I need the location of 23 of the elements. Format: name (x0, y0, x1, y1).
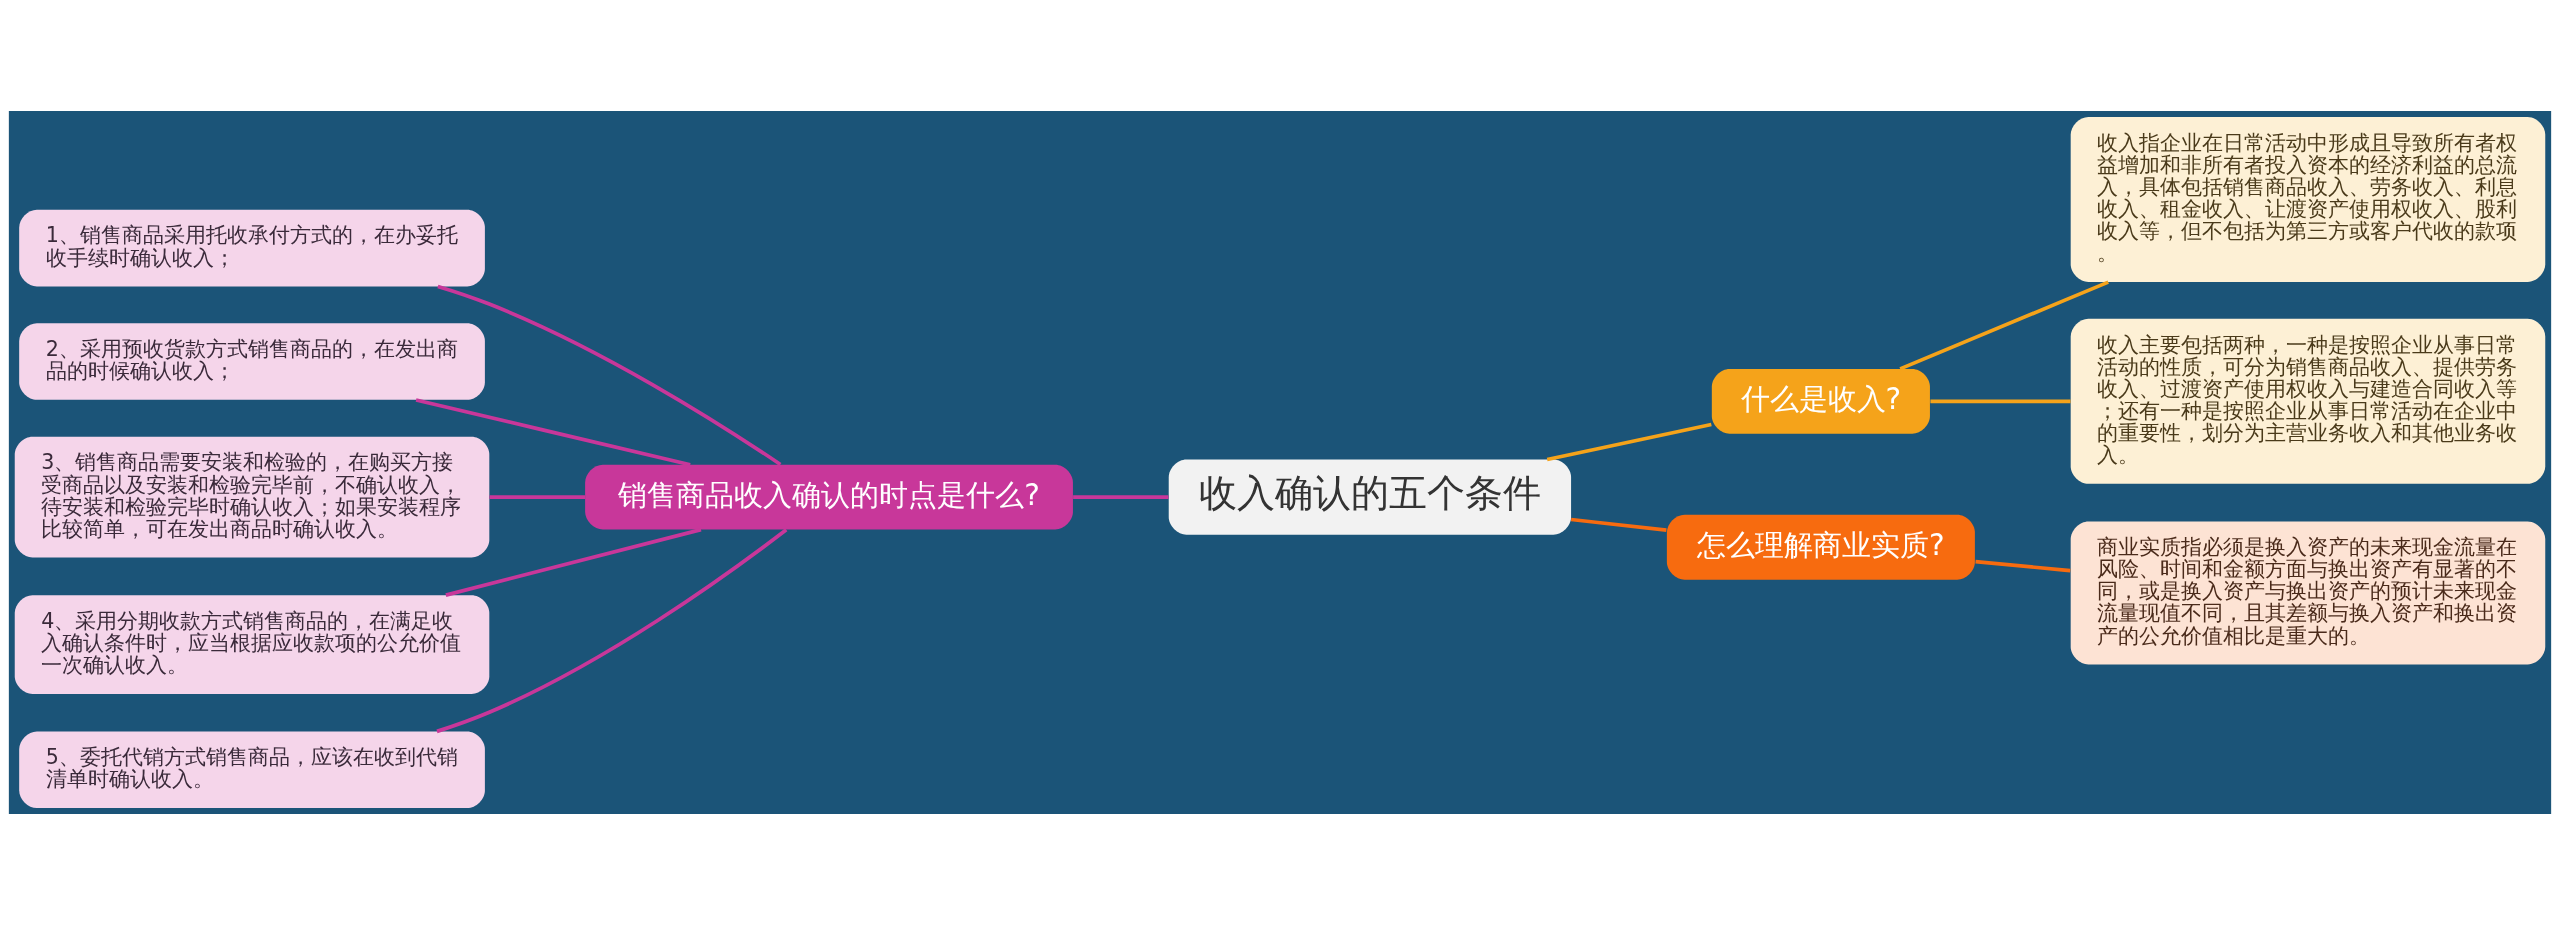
node-box: 怎么理解商业实质? (1666, 514, 1975, 580)
node-box: 收入主要包括两种，一种是按照企业从事日常活动的性质，可分为销售商品收入、提供劳务收入、过渡资产使用权收入与建造合同收入等；还有一种是按照企业从事日常活动在企业中的重要性，划分为主营业务收入和其他业务收入。 (2070, 318, 2546, 484)
node-box: 收入指企业在日常活动中形成且导致所有者权益增加和非所有者投入资本的经济利益的总流入，具体包括销售商品收入、劳务收入、利息收入、租金收入、让渡资产使用权收入、股利收入等，但不包括为第三方或客户代收的款项。 (2070, 116, 2546, 282)
connector (436, 528, 788, 734)
connector (1570, 517, 1667, 532)
connector (415, 398, 691, 467)
connector (1899, 280, 2109, 371)
connector (445, 527, 702, 597)
node-box: 5、委托代销方式销售商品，应该在收到代销清单时确认收入。 (19, 731, 485, 809)
connector (437, 284, 782, 466)
connector (1073, 495, 1169, 499)
connector (1975, 559, 2071, 573)
node-box: 2、采用预收货款方式销售商品的，在发出商品的时候确认收入； (19, 323, 485, 400)
node-box: 4、采用分期收款方式销售商品的，在满足收入确认条件时，应当根据应收款项的公允价值一次确认收入。 (14, 595, 490, 694)
node-box: 销售商品收入确认的时点是什么? (585, 464, 1073, 530)
connector (1546, 422, 1712, 462)
node-box: 什么是收入? (1711, 368, 1930, 434)
node-box: 商业实质指必须是换入资产的未来现金流量在风险、时间和金额方面与换出资产有显著的不同，或是换入资产与换出资产的预计未来现金流量现值不同，且其差额与换入资产和换出资产的公允价值相比是重大的。 (2070, 521, 2546, 665)
node-box: 收入确认的五个条件 (1168, 459, 1572, 535)
connector (489, 495, 586, 499)
connector (1930, 399, 2071, 404)
node-box: 1、销售商品采用托收承付方式的，在办妥托收手续时确认收入； (19, 209, 485, 287)
node-box: 3、销售商品需要安装和检验的，在购买方接受商品以及安装和检验完毕前，不确认收入，待安装和检验完毕时确认收入；如果安装程序比较简单，可在发出商品时确认收入。 (14, 436, 490, 558)
